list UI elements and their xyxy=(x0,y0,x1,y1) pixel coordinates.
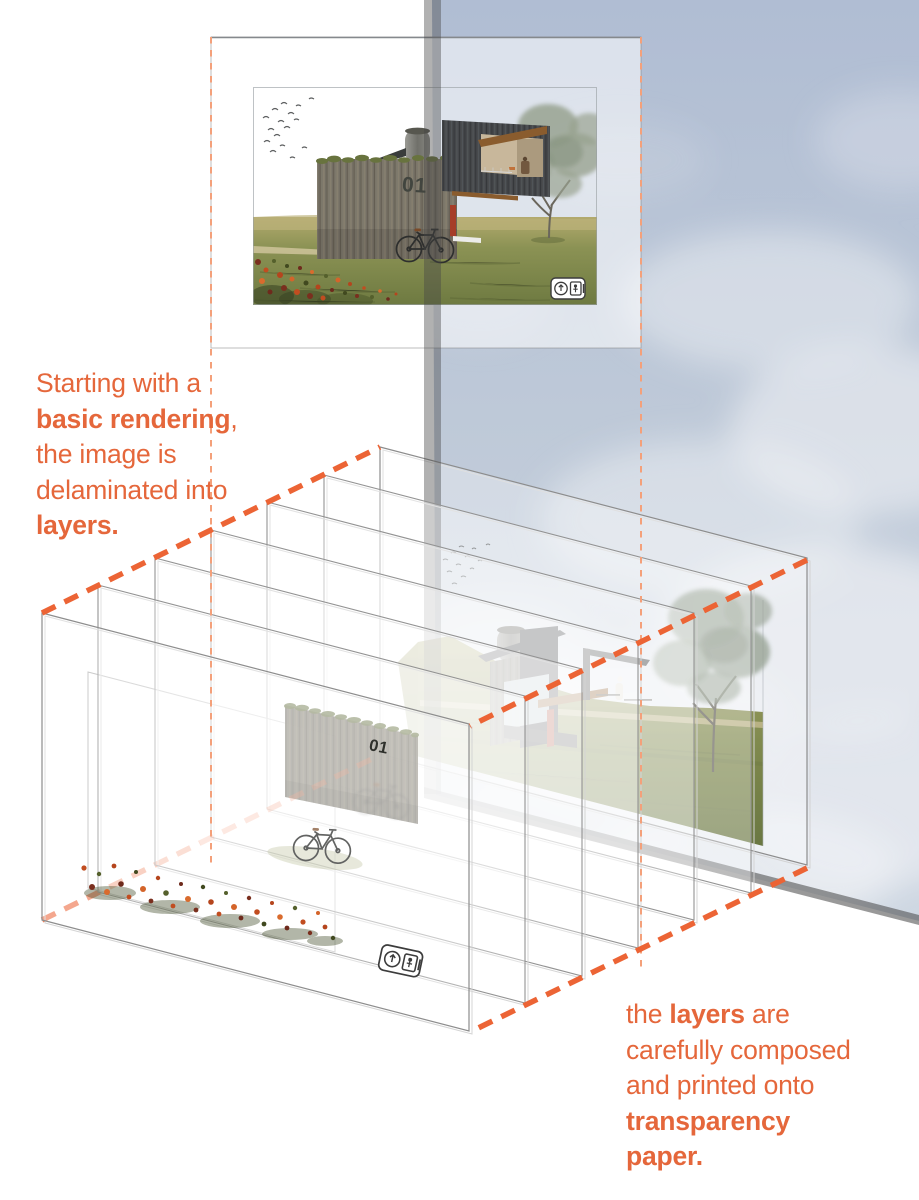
render-logo-badge xyxy=(550,277,586,300)
annotation-line: the image is xyxy=(36,439,177,469)
stack-edge-bottom-right xyxy=(468,865,809,1035)
cantilever-volume xyxy=(442,120,550,201)
red-column xyxy=(450,205,456,237)
bird-flock-icon xyxy=(262,97,315,159)
unit-number-wall-label: 01 xyxy=(367,736,391,758)
chimney xyxy=(405,129,430,163)
annotation-line: Starting with a xyxy=(36,368,201,398)
transparency-sheet-wall-layer xyxy=(154,557,586,980)
stack-edge-top-left xyxy=(40,444,382,616)
unit-number-label: 01 xyxy=(401,173,429,198)
annotation-line: layers. xyxy=(36,510,119,540)
transparency-sheet xyxy=(266,501,698,924)
annotation-line: paper. xyxy=(626,1141,703,1171)
left-annotation: Starting with a basic rendering, the image… xyxy=(36,366,276,544)
annotation-line: carefully composed xyxy=(626,1034,851,1065)
wood-wall-layer xyxy=(284,703,419,824)
wall-grass-fringe xyxy=(284,703,419,738)
ribbon-vertical-bar xyxy=(424,0,441,794)
transparency-sheets xyxy=(87,474,755,953)
gray-ribbon-overlay xyxy=(424,0,919,925)
annotation-line: basic rendering, xyxy=(36,403,238,434)
transparency-sheet-flowers-layer xyxy=(41,612,473,1035)
annotation-line: transparency xyxy=(626,1105,791,1136)
flower-meadow xyxy=(253,259,398,305)
building-fragments xyxy=(478,626,652,748)
flower-strip-layer xyxy=(81,863,343,946)
stack-edge-top-right xyxy=(468,557,809,729)
annotation-line: delaminated into xyxy=(36,474,228,505)
annotation-line: the layers are xyxy=(626,999,790,1029)
annotation-line: and printed onto xyxy=(626,1070,815,1100)
ribbon-diagonal-bar xyxy=(424,787,919,925)
projection-edge-bottom-left-faint xyxy=(198,753,380,846)
right-annotation: the layers are carefully composed and prin… xyxy=(626,997,886,1175)
basic-rendering-image xyxy=(253,87,597,305)
